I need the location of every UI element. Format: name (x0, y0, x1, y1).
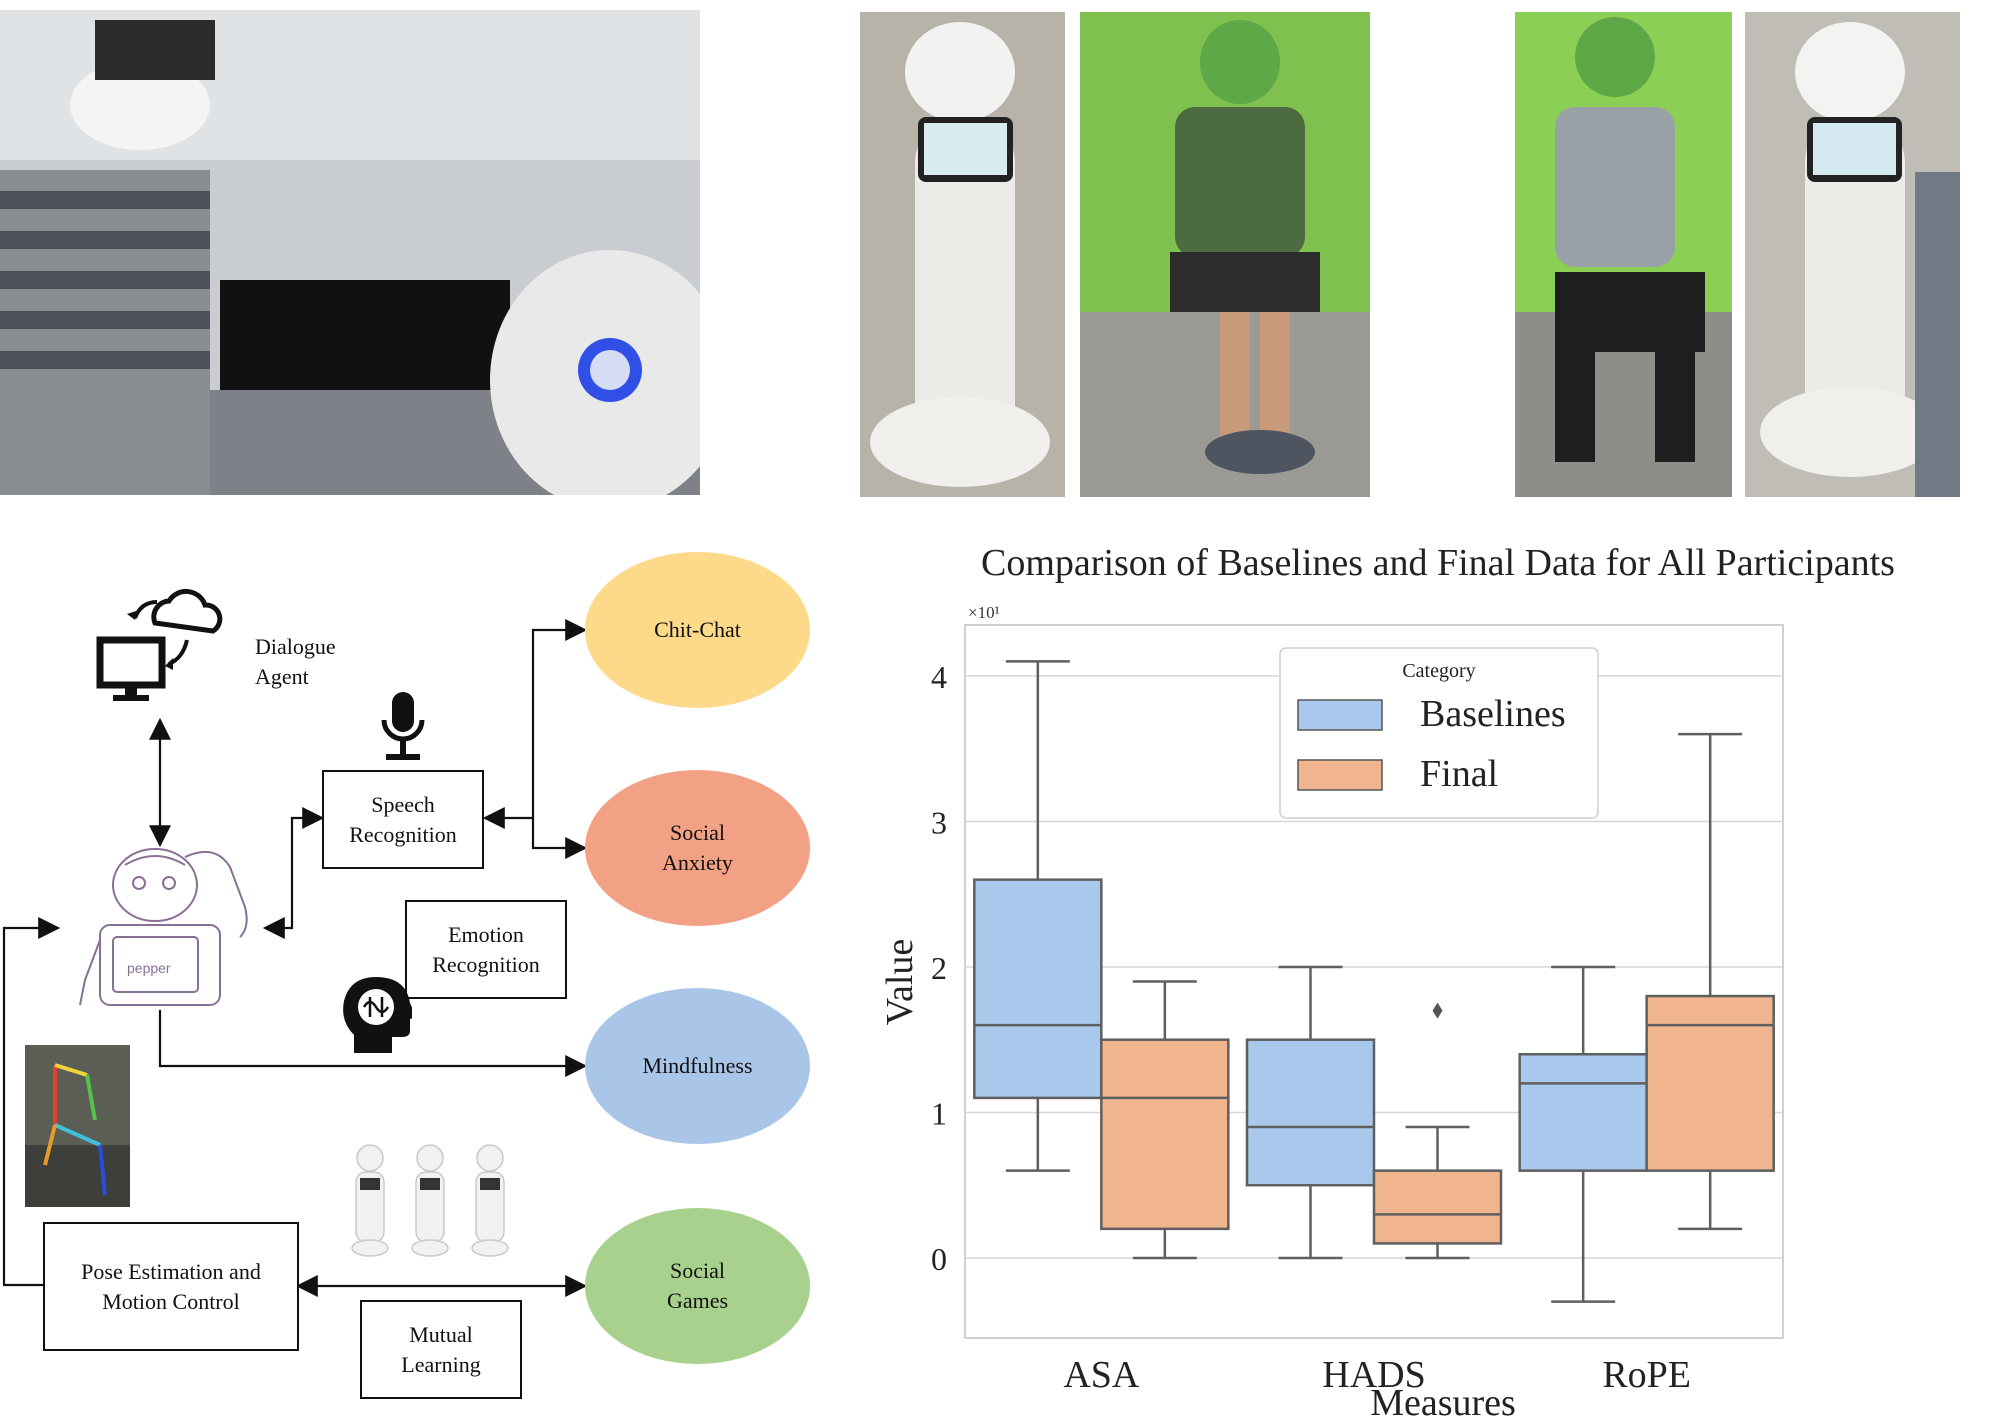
x-tick-label: RoPE (1602, 1354, 1691, 1396)
diagram-connectors (2, 619, 588, 1297)
photo-robot-waving (1745, 12, 1960, 497)
brain-head-icon (343, 977, 412, 1053)
box-final-hads (1372, 1169, 1503, 1245)
y-tick-label: 1 (931, 1095, 947, 1131)
box-final-asa (1100, 1038, 1230, 1231)
boxplot-chart: Comparison of Baselines and Final Data f… (879, 542, 1895, 1420)
box-final-rope (1645, 994, 1775, 1172)
x-tick-label: ASA (1063, 1354, 1140, 1396)
photo-robot-front (860, 12, 1065, 497)
legend: Category Baselines Final (1279, 647, 1599, 819)
chart-title: Comparison of Baselines and Final Data f… (981, 542, 1895, 584)
y-tick-label: 3 (931, 804, 947, 840)
pose-estimation-thumbnail (25, 1045, 130, 1207)
microphone-icon (381, 692, 425, 760)
legend-swatch-baselines (1297, 699, 1383, 731)
pepper-robot-sketch: pepper (79, 848, 248, 1006)
x-axis-label: Measures (1370, 1382, 1516, 1420)
photo-participant-seated-2 (1515, 12, 1732, 497)
chit-chat-node: Chit-Chat (585, 552, 810, 708)
box-baselines-rope (1518, 1053, 1648, 1172)
x-tick-label: HADS (1322, 1354, 1425, 1396)
dialogue-agent-label: Dialogue Agent (255, 634, 336, 689)
legend-swatch-final (1297, 759, 1383, 791)
y-axis-label: Value (879, 939, 921, 1026)
y-tick-label: 4 (931, 659, 947, 695)
y-multiplier: ×10¹ (968, 603, 1000, 622)
mindfulness-node: Mindfulness (585, 988, 810, 1144)
computer-cloud-icon (96, 588, 223, 701)
y-tick-label: 2 (931, 950, 947, 986)
legend-label-final: Final (1420, 753, 1498, 795)
robot-screen-text: pepper (127, 960, 171, 976)
y-tick-label: 0 (931, 1241, 947, 1277)
box-baselines-asa (973, 878, 1103, 1100)
legend-label-baselines: Baselines (1420, 693, 1566, 735)
photo-participant-seated-1 (1080, 12, 1370, 497)
legend-title: Category (1402, 660, 1475, 682)
photo-participant-with-robot (0, 10, 700, 495)
outlier-point (1432, 1002, 1443, 1019)
box-baselines-hads (1245, 1038, 1376, 1187)
three-robots-image (351, 1144, 509, 1257)
